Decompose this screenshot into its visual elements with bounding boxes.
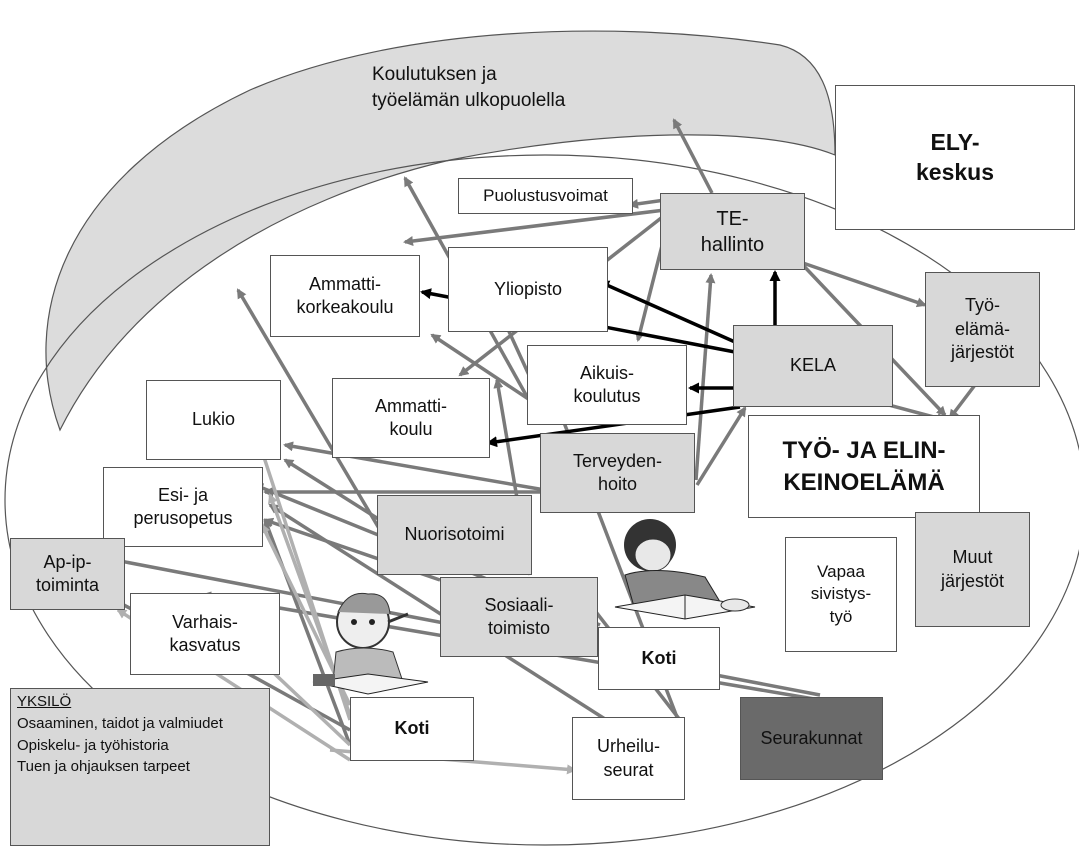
urheiluseurat-box: Urheilu- seurat	[572, 717, 685, 800]
aikuiskoulutus-box: Aikuis- koulutus	[527, 345, 687, 425]
yliopisto-box: Yliopisto	[448, 247, 608, 332]
yksilo-line: Tuen ja ohjauksen tarpeet	[17, 758, 190, 776]
tyoelamajarjestot-box: Työ- elämä- järjestöt	[925, 272, 1040, 387]
puolustusvoimat-box: Puolustusvoimat	[458, 178, 633, 214]
outside-label: Koulutuksen ja työelämän ulkopuolella	[372, 64, 566, 111]
ammattikorkeakoulu-box: Ammatti- korkeakoulu	[270, 255, 420, 337]
student-reading-icon	[614, 519, 756, 620]
lukio-box: Lukio	[146, 380, 281, 460]
koti-right-box: Koti	[598, 627, 720, 690]
ely-keskus-box: ELY- keskus	[835, 85, 1075, 230]
sosiaalitoimisto-box: Sosiaali- toimisto	[440, 577, 598, 657]
ammattikoulu-box: Ammatti- koulu	[332, 378, 490, 458]
te-hallinto-box: TE- hallinto	[660, 193, 805, 270]
yksilo-line: Opiskelu- ja työhistoria	[17, 736, 169, 754]
yksilo-title: YKSILÖ	[17, 693, 72, 710]
terveydenhoito-box: Terveyden- hoito	[540, 433, 695, 513]
vapaa-sivistystyo-box: Vapaa sivistys- työ	[785, 537, 897, 652]
main-ellipse	[4, 154, 1079, 846]
varhaiskasvatus-box: Varhais- kasvatus	[130, 593, 280, 675]
esi-ja-perusopetus-box: Esi- ja perusopetus	[103, 467, 263, 547]
yksilo-box: YKSILÖ Osaaminen, taidot ja valmiudet Op…	[10, 688, 270, 846]
kela-box: KELA	[733, 325, 893, 407]
seurakunnat-box: Seurakunnat	[740, 697, 883, 780]
outside-band	[45, 30, 836, 432]
ap-ip-toiminta-box: Ap-ip- toiminta	[10, 538, 125, 610]
tyo-ja-elinkeinoelama-box: TYÖ- JA ELIN- KEINOELÄMÄ	[748, 415, 980, 518]
child-thinking-icon	[312, 592, 429, 695]
koti-left-box: Koti	[350, 697, 474, 761]
nuorisotoimi-box: Nuorisotoimi	[377, 495, 532, 575]
yksilo-line: Osaaminen, taidot ja valmiudet	[17, 714, 223, 732]
muut-jarjestot-box: Muut järjestöt	[915, 512, 1030, 627]
